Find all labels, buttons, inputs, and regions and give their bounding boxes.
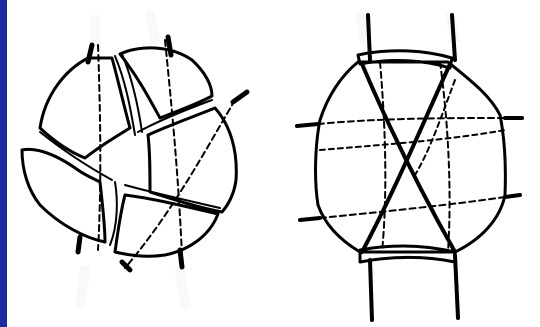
right-pole-right-bottom [455,255,458,318]
left-crack-1 [115,56,135,135]
right-sphere-outline [316,62,506,252]
left-rod-top-right [168,37,171,55]
left-outline-right [148,108,236,212]
right-rod-left-lower [300,218,320,220]
left-sphere-figure [22,37,247,270]
right-rod-left-upper [297,124,318,126]
right-rod-right-lower [505,195,520,197]
left-outline-left [22,149,105,242]
left-rod-bottom-left [78,237,80,252]
left-crack-4 [138,100,212,132]
right-pole-left-bottom [370,260,372,320]
right-sphere-figure [297,15,522,320]
left-crack-5 [110,182,117,245]
right-dashed-h1 [318,118,505,124]
left-dashed-2 [165,40,182,255]
right-dashed-v1 [380,62,385,252]
right-dashed-h3 [320,197,505,218]
left-outline-top-right [120,48,212,118]
right-bottom-band [360,246,455,262]
background-ghost-marks [80,15,455,305]
right-top-band [358,51,452,68]
